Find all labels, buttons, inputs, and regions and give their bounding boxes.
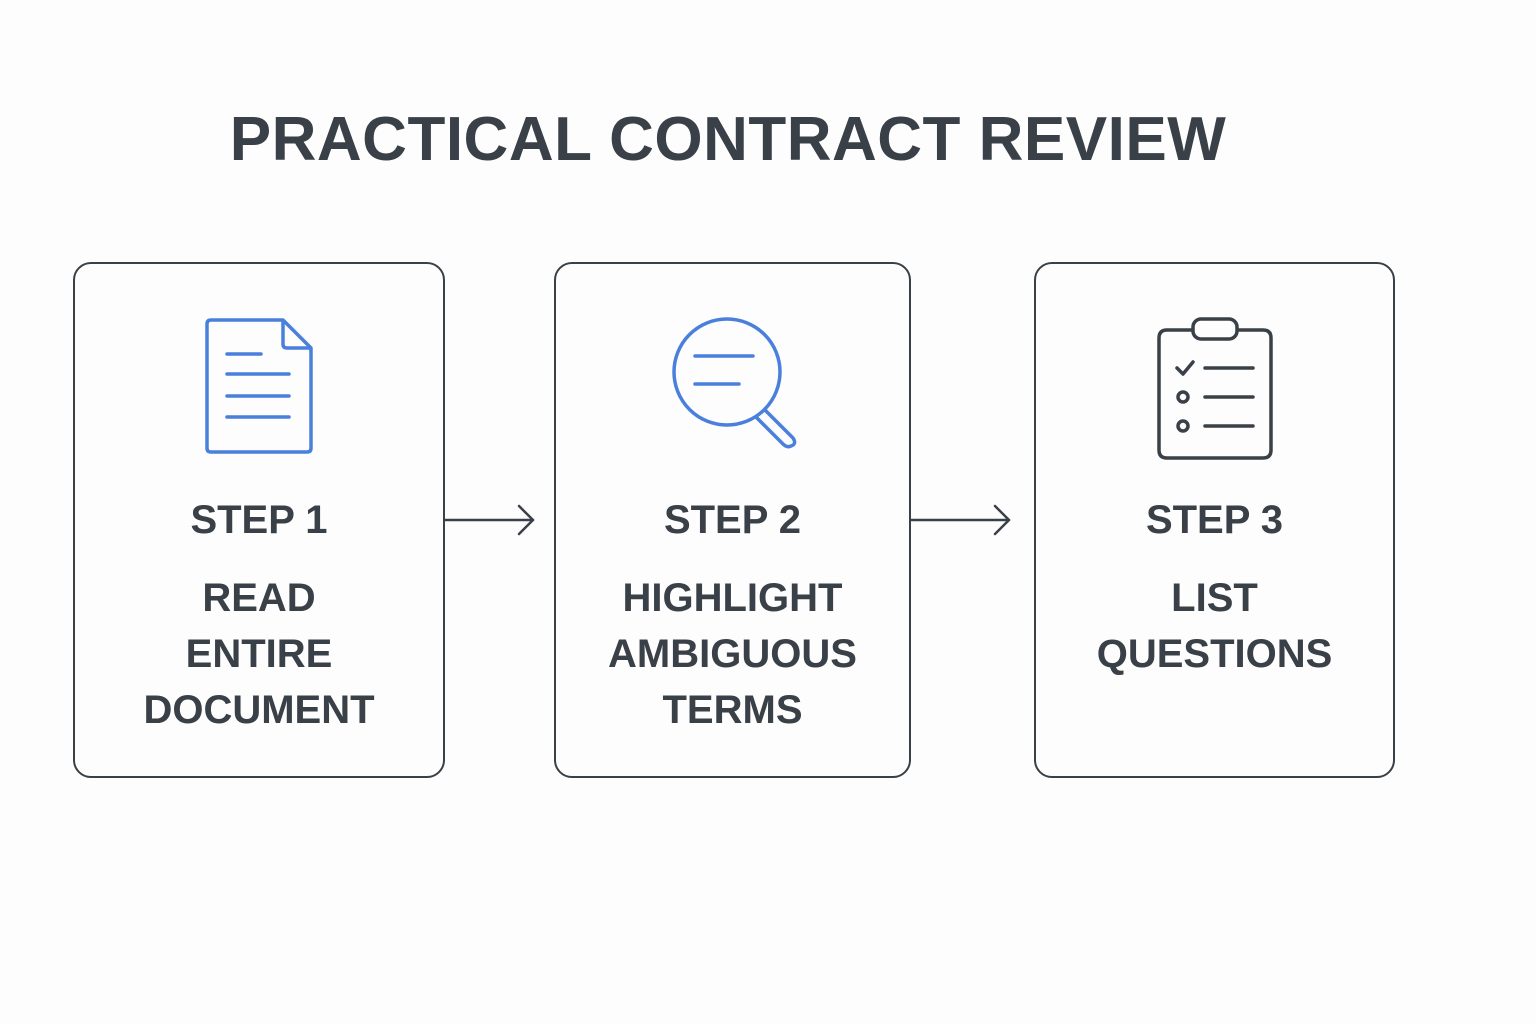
step-3-description: LIST QUESTIONS bbox=[1016, 570, 1413, 682]
checklist-icon bbox=[1156, 317, 1273, 460]
step-2-line-2: AMBIGUOUS bbox=[608, 632, 857, 676]
step-3-label: STEP 3 bbox=[1145, 498, 1284, 542]
step-card-2: STEP 2 HIGHLIGHT AMBIGUOUS TERMS bbox=[554, 262, 911, 778]
step-1-line-1: READ bbox=[202, 576, 316, 620]
document-icon bbox=[205, 318, 313, 454]
step-2-description: HIGHLIGHT AMBIGUOUS TERMS bbox=[536, 570, 929, 738]
step-3-line-1: LIST bbox=[1171, 576, 1258, 620]
step-2-line-3: TERMS bbox=[662, 688, 803, 732]
step-card-1: STEP 1 READ ENTIRE DOCUMENT bbox=[73, 262, 445, 778]
step-1-label: STEP 1 bbox=[190, 498, 328, 542]
magnifier-icon bbox=[672, 317, 797, 449]
step-1-line-2: ENTIRE bbox=[185, 632, 333, 676]
step-2-line-1: HIGHLIGHT bbox=[622, 576, 843, 620]
step-2-label: STEP 2 bbox=[663, 498, 802, 542]
step-1-description: READ ENTIRE DOCUMENT bbox=[55, 570, 463, 738]
page-title: PRACTICAL CONTRACT REVIEW bbox=[229, 105, 1227, 174]
step-card-3: STEP 3 LIST QUESTIONS bbox=[1034, 262, 1395, 778]
arrow-right-icon bbox=[911, 504, 1011, 536]
step-3-line-2: QUESTIONS bbox=[1096, 632, 1333, 676]
arrow-right-icon bbox=[445, 504, 535, 536]
step-1-line-3: DOCUMENT bbox=[143, 688, 375, 732]
